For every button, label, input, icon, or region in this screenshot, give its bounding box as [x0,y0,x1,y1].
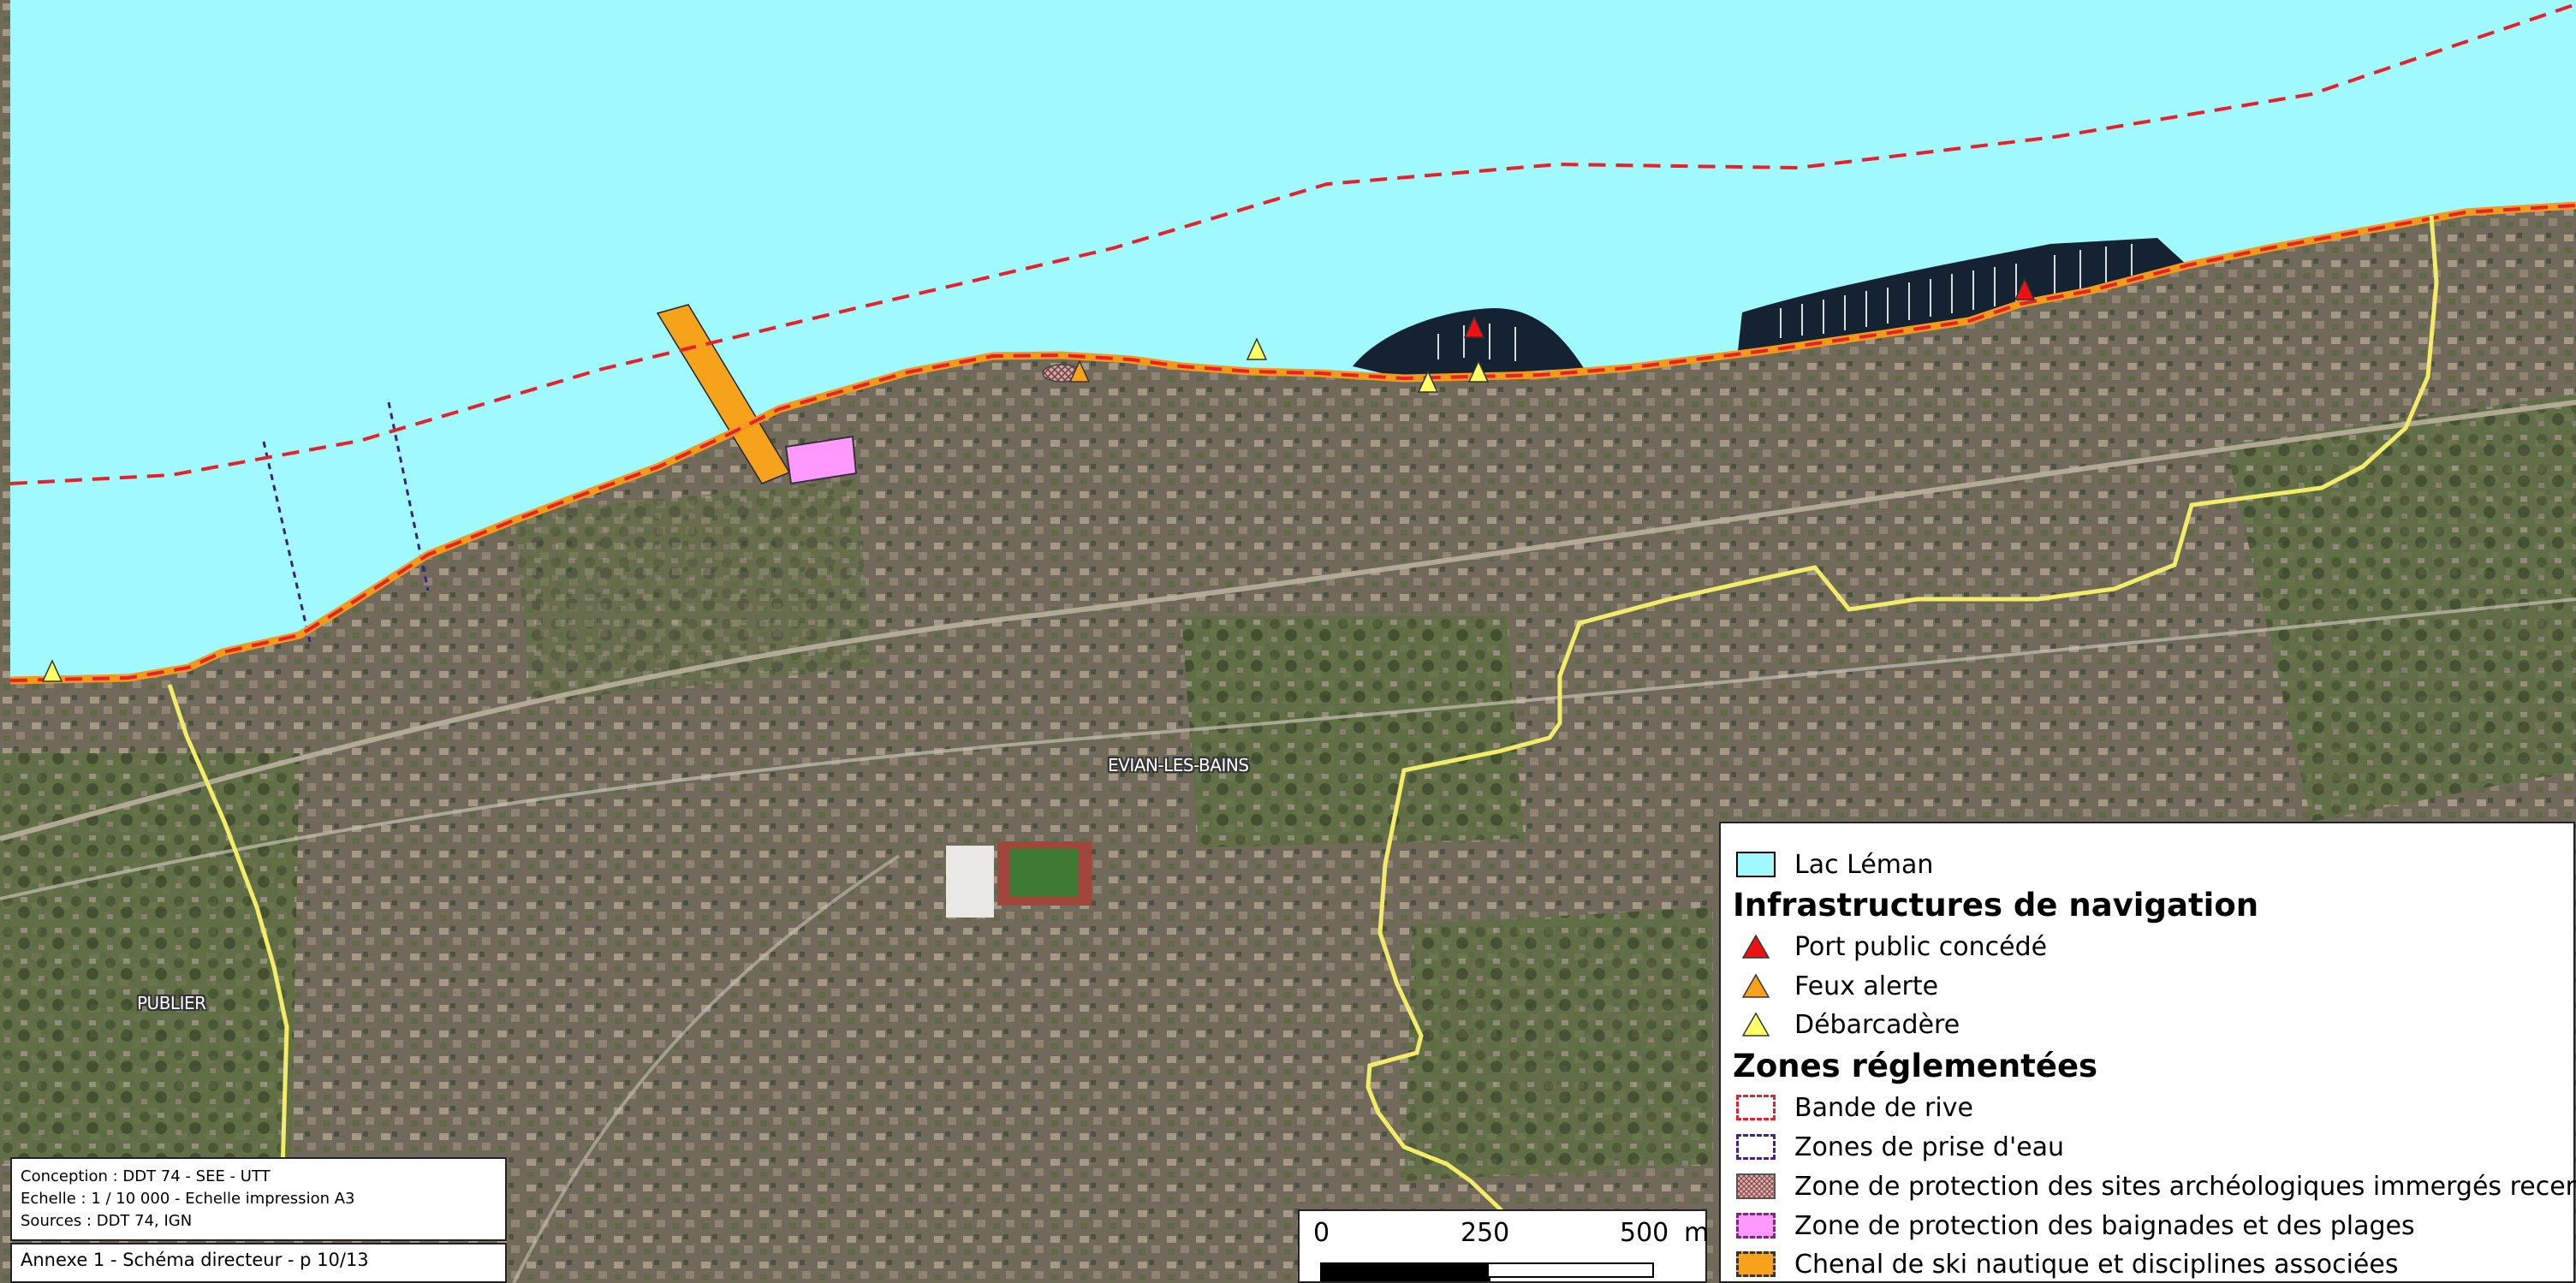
debarcadere-marker [1467,359,1490,383]
legend-section-infrastructures: Infrastructures de navigation [1733,887,2259,924]
triangle-yellow-icon [1734,1009,1777,1040]
legend-section-zones: Zones réglementées [1733,1048,2098,1084]
vegetation-area [0,753,300,1164]
place-label-publier: PUBLIER [137,993,206,1013]
triangle-orange-icon [1734,971,1777,1001]
vegetation-area [2226,394,2576,822]
scale-segment-white [1487,1262,1654,1278]
bande-de-rive-shore-dash [9,204,2576,682]
place-label-evian: EVIAN-LES-BAINS [1108,755,1249,775]
legend-item-chenal: Chenal de ski nautique et disciplines as… [1734,1247,2398,1281]
lake [10,0,2576,680]
chenal-swatch [1734,1249,1777,1280]
stadium [946,846,994,918]
scale-tick-250: 250 [1461,1218,1510,1248]
port-public-marker [1463,315,1485,338]
legend-label: Débarcadère [1794,1009,1960,1040]
annex-label: Annexe 1 - Schéma directeur - p 10/13 [10,1243,507,1283]
debarcadere-marker [1417,370,1439,393]
debarcadere-marker [1246,337,1268,360]
zone-baignade [784,435,858,485]
legend-label: Lac Léman [1794,849,1934,880]
bande-rive-swatch [1734,1092,1777,1123]
legend-label: Bande de rive [1794,1092,1973,1123]
baignade-swatch [1734,1210,1777,1241]
legend-label: Zone de protection des baignades et des … [1794,1210,2415,1241]
legend: Lac Léman Infrastructures de navigation … [1719,822,2576,1283]
prise-eau-swatch [1734,1132,1777,1162]
legend-item-baignade: Zone de protection des baignades et des … [1734,1209,2415,1243]
road [0,597,2576,900]
harbour-basin [1353,308,1584,378]
vegetation-area [1181,616,1524,847]
vegetation-area [514,479,873,702]
vegetation-area [1404,907,1712,1181]
legend-item-lac: Lac Léman [1734,847,1933,882]
scale-unit: m [1684,1218,1710,1248]
legend-item-feux: Feux alerte [1734,969,1938,1003]
credits-scale: Echelle : 1 / 10 000 - Echelle impressio… [21,1190,355,1208]
legend-item-debarcadere: Débarcadère [1734,1007,1960,1042]
legend-label: Feux alerte [1794,971,1939,1001]
scale-tick-0: 0 [1313,1218,1330,1248]
debarcadere-marker [41,659,63,682]
legend-label: Port public concédé [1794,931,2048,962]
commune-boundary-publier [167,684,289,1173]
legend-item-prise: Zones de prise d'eau [1734,1130,2064,1164]
credits-box: Conception : DDT 74 - SEE - UTT Echelle … [10,1157,507,1241]
harbour-basin [1738,238,2187,351]
bande-de-rive-offshore [9,3,2576,485]
zone-prise-eau [262,441,312,643]
credits-sources: Sources : DDT 74, IGN [21,1212,193,1230]
legend-label: Zones de prise d'eau [1794,1132,2065,1162]
triangle-red-icon [1734,931,1777,962]
lake-swatch [1734,849,1777,880]
legend-item-port: Port public concédé [1734,930,2047,964]
archeo-swatch [1734,1171,1777,1202]
credits-conception: Conception : DDT 74 - SEE - UTT [21,1167,271,1185]
scale-tick-500: 500 [1620,1218,1669,1248]
railway [0,400,2576,841]
legend-label: Chenal de ski nautique et disciplines as… [1794,1249,2399,1280]
commune-boundary-evian [1365,215,2439,1217]
port-public-marker [2014,277,2036,300]
moored-boats [1437,244,2133,361]
scale-bar: 0 250 500 m [1298,1209,1710,1283]
legend-item-archeo: Zone de protection des sites archéologiq… [1734,1169,2576,1203]
legend-item-bande: Bande de rive [1734,1090,1973,1125]
scale-segment-black [1320,1262,1490,1281]
road [512,854,901,1283]
feux-alerte-marker [1068,359,1091,383]
stadium [1010,849,1079,897]
legend-label: Zone de protection des sites archéologiq… [1794,1171,2576,1202]
